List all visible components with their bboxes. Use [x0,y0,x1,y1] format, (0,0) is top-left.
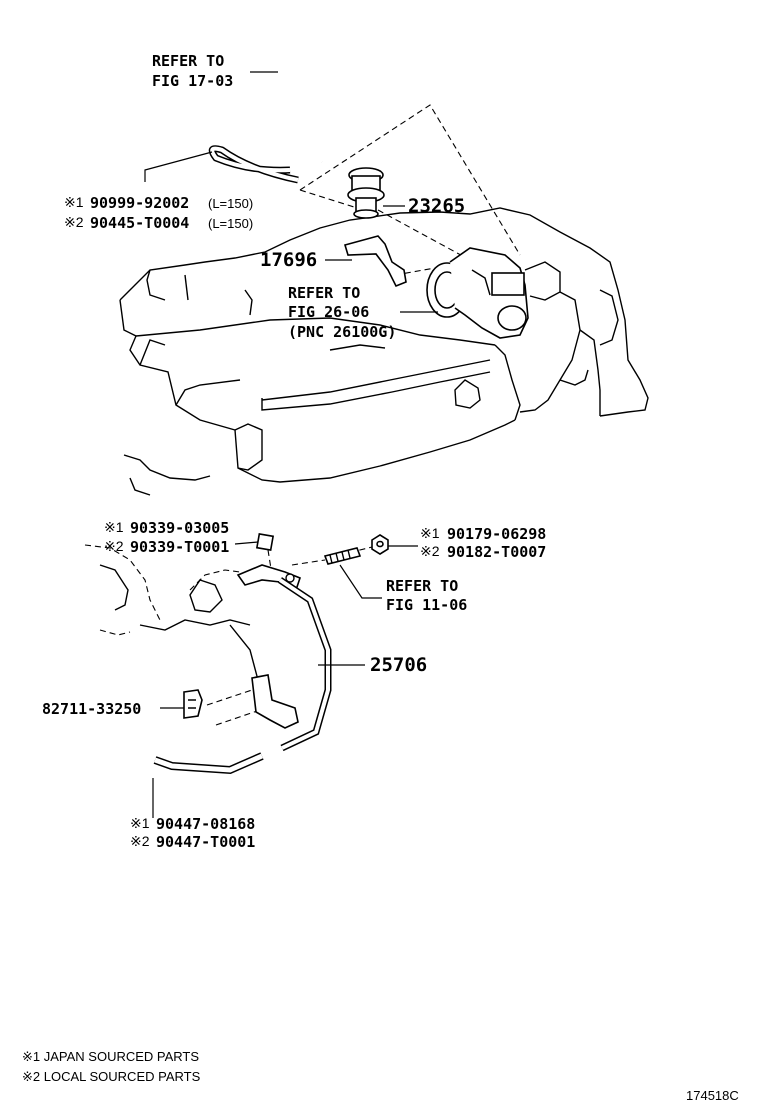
part-number-25706: 25706 [370,654,427,676]
part-number-82711: 82711-33250 [42,700,141,718]
hose-bottom-part1: 90447-08168 [156,815,255,833]
leader-lines [144,71,438,818]
hose-bottom-mark1: ※1 [130,815,150,831]
hose-top [208,145,299,184]
nut-mark1: ※1 [420,525,440,541]
plug-part2: 90339-T0001 [130,538,229,556]
hose-bottom-part2: 90447-T0001 [156,833,255,851]
part-number-23265: 23265 [408,195,465,217]
plug-part1: 90339-03005 [130,519,229,537]
refer-stud-line1: REFER TO [386,577,458,595]
nut-90179 [371,534,389,555]
nut-part1: 90179-06298 [447,525,546,543]
hose-top-len1: (L=150) [208,196,253,211]
bracket-17696 [343,235,407,288]
hose-top-len2: (L=150) [208,216,253,231]
refer-top-line1: REFER TO [152,52,224,70]
legend-note-japan: ※1 JAPAN SOURCED PARTS [22,1049,199,1064]
pipe-25706 [236,564,332,752]
hose-top-part1: 90999-92002 [90,194,189,212]
vsv-valve-23265 [347,167,385,219]
stud-bolt [323,547,362,565]
plug-90339 [255,532,275,552]
nut-mark2: ※2 [420,543,440,559]
hose-bottom [153,752,264,775]
refer-stud-line2: FIG 11-06 [386,596,467,614]
part-number-17696: 17696 [260,249,317,271]
lower-engine-illustration [84,544,259,681]
hose-bottom-mark2: ※2 [130,833,150,849]
engine-block-illustration [119,207,649,496]
hose-top-mark2: ※2 [64,214,84,230]
legend-note-local: ※2 LOCAL SOURCED PARTS [22,1069,201,1084]
plug-mark1: ※1 [104,519,124,535]
hose-top-mark1: ※1 [64,194,84,210]
throttle-body-illustration [426,247,529,339]
refer-throttle-line2: FIG 26-06 [288,303,369,321]
nut-part2: 90182-T0007 [447,543,546,561]
vacuum-pipe-upper [276,40,323,164]
refer-throttle-line3: (PNC 26100G) [288,323,396,341]
refer-top-line2: FIG 17-03 [152,72,233,90]
illustration-id: 174518C [686,1088,739,1103]
hose-top-part2: 90445-T0004 [90,214,189,232]
clip-82711 [183,689,203,719]
refer-throttle-line1: REFER TO [288,284,360,302]
plug-mark2: ※2 [104,538,124,554]
